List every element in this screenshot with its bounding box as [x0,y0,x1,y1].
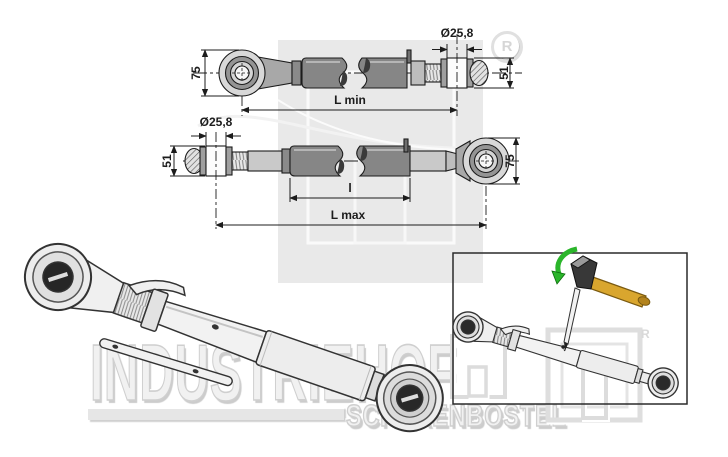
drawing-retracted-dimensions [201,44,514,114]
break-mark [337,159,345,174]
linch-pin-accessory [99,338,233,387]
break-mark [360,146,368,161]
registered-trademark-logo-mark: R [641,327,650,341]
dim-end-width-min: 51 [497,66,511,80]
drawing-top-link-extended [183,132,522,229]
dim-bore-max: Ø25,8 [200,115,233,129]
dim-end-width-max: 51 [160,154,174,168]
hammer-handle [585,275,647,308]
dim-height-min: 75 [189,66,203,80]
dim-bore-min: Ø25,8 [441,26,474,40]
dim-body-length: l [348,181,351,195]
hammer [570,255,651,308]
drawing-top-link-retracted [193,34,522,116]
break-mark [340,71,348,86]
drift-punch [561,287,581,352]
rotate-strike-arrow [551,246,578,285]
drawing-extended-dimensions [170,132,520,229]
brand-watermark-underline [88,407,344,420]
dim-length-max: L max [331,208,366,222]
dim-height-max: 75 [503,154,517,168]
inset-top-link-drawing [452,311,679,399]
top-link-product-drawing [24,243,444,433]
dim-length-min: L min [334,93,366,107]
break-mark [363,58,371,73]
